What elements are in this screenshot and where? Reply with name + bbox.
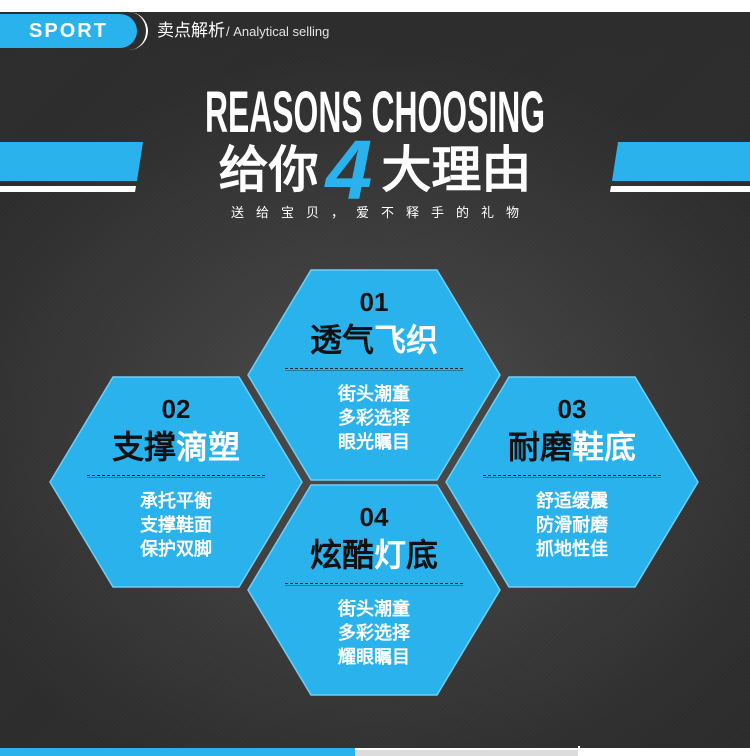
hexagon-reason-04 <box>247 484 501 696</box>
reason-title-dark: 支撑 <box>111 429 176 465</box>
reason-point: 多彩选择 <box>338 408 410 428</box>
section-subtitle: / Analytical selling <box>226 24 330 39</box>
reason-title-dark: 耐磨 <box>507 429 572 465</box>
reason-point: 街头潮童 <box>338 384 410 404</box>
reason-divider <box>285 583 463 586</box>
bottom-bar-tick <box>578 746 580 756</box>
reason-title: 耐磨鞋底 <box>462 429 682 465</box>
reason-divider <box>87 475 265 478</box>
reason-number: 01 <box>359 287 389 317</box>
sport-badge-label: SPORT <box>29 20 108 42</box>
hero-title-cn-number: 4 <box>325 123 373 217</box>
reason-divider <box>483 475 661 478</box>
reason-points: 街头潮童 多彩选择 眼光瞩目 <box>264 382 484 454</box>
reason-number: 02 <box>161 394 191 424</box>
sport-badge: SPORT <box>0 14 137 48</box>
hexagon-reason-02 <box>49 376 303 588</box>
hero-tagline: 送给宝贝，爱不释手的礼物 <box>230 205 531 220</box>
bottom-accent-bar <box>0 748 355 756</box>
reason-title-light: 飞织 <box>374 322 439 358</box>
hero-title-en: REASONS CHOOSING <box>205 80 545 145</box>
reason-point: 耀眼瞩目 <box>338 647 410 667</box>
reason-title-light: 滴塑 <box>176 429 241 465</box>
reason-card-01: 01 透气飞织 街头潮童 多彩选择 眼光瞩目 <box>264 270 484 480</box>
reason-title-dark: 炫酷 <box>309 537 374 573</box>
reason-title-light: 鞋底 <box>572 429 637 465</box>
reason-title-tail: 底 <box>406 537 439 573</box>
reason-points: 街头潮童 多彩选择 耀眼瞩目 <box>264 597 484 669</box>
reason-number: 04 <box>359 502 389 532</box>
reason-title-light: 灯 <box>373 537 406 573</box>
hero-title-cn-prefix: 给你 <box>218 142 319 198</box>
reason-point: 防滑耐磨 <box>536 515 608 535</box>
right-accent-stripe <box>612 142 750 181</box>
reason-divider <box>285 368 463 371</box>
reason-point: 舒适缓震 <box>536 491 608 511</box>
reason-title: 支撑滴塑 <box>66 429 286 465</box>
hero-title-cn: 给你 4 大理由 <box>0 127 750 213</box>
hexagon-reason-01 <box>247 269 501 481</box>
left-accent-stripe <box>0 142 143 181</box>
reason-card-03: 03 耐磨鞋底 舒适缓震 防滑耐磨 抓地性佳 <box>462 377 682 587</box>
hero-title-cn-suffix: 大理由 <box>381 142 532 198</box>
reason-title: 透气飞织 <box>264 322 484 358</box>
reason-point: 多彩选择 <box>338 623 410 643</box>
section-title: 卖点解析 <box>157 21 225 40</box>
reason-point: 抓地性佳 <box>536 539 608 559</box>
header-bar: SPORT 卖点解析/ Analytical selling <box>0 12 750 50</box>
badge-arc-decoration <box>124 12 148 50</box>
reason-points: 承托平衡 支撑鞋面 保护双脚 <box>66 489 286 561</box>
right-white-stripe <box>610 186 750 192</box>
reason-point: 承托平衡 <box>140 491 212 511</box>
bottom-light-bar <box>355 750 578 756</box>
reason-points: 舒适缓震 防滑耐磨 抓地性佳 <box>462 489 682 561</box>
reason-point: 街头潮童 <box>338 599 410 619</box>
hexagon-reason-03 <box>445 376 699 588</box>
reason-title: 炫酷灯底 <box>264 537 484 573</box>
reason-card-02: 02 支撑滴塑 承托平衡 支撑鞋面 保护双脚 <box>66 377 286 587</box>
reason-number: 03 <box>557 394 587 424</box>
reason-title-dark: 透气 <box>309 322 374 358</box>
reason-point: 保护双脚 <box>140 539 212 559</box>
section-heading: 卖点解析/ Analytical selling <box>157 12 329 50</box>
left-white-stripe <box>0 186 136 192</box>
reason-point: 支撑鞋面 <box>140 515 212 535</box>
reason-card-04: 04 炫酷灯底 街头潮童 多彩选择 耀眼瞩目 <box>264 485 484 695</box>
reason-point: 眼光瞩目 <box>338 432 410 452</box>
